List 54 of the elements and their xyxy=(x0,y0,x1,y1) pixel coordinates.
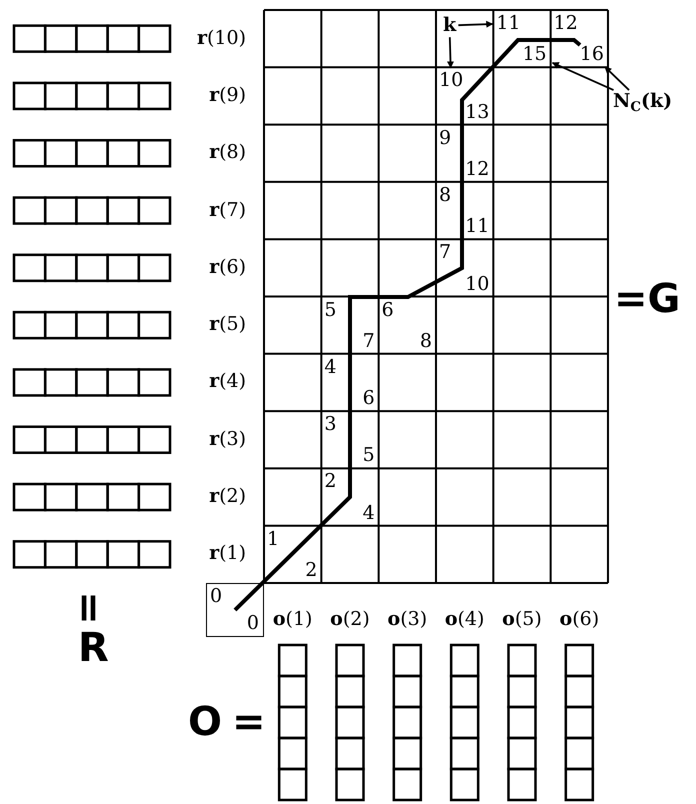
index-label: k xyxy=(443,16,456,35)
leader-arrow xyxy=(446,37,454,68)
cell-index: 10 xyxy=(465,274,490,294)
index-label: 15 xyxy=(522,45,547,64)
cell-index: 4 xyxy=(324,358,336,377)
leader-arrow xyxy=(458,20,494,28)
column-vector-label: o(4) xyxy=(444,610,486,629)
leader-arrow xyxy=(604,66,630,91)
cell-index: 2 xyxy=(324,472,336,492)
cell-index: 7 xyxy=(362,332,375,351)
symbol-label: = xyxy=(68,591,109,625)
cell-index: 12 xyxy=(554,14,578,33)
symbol-label: = xyxy=(232,702,266,742)
row-vector-label: r(1) xyxy=(209,544,246,564)
symbol-label: O xyxy=(188,702,222,742)
cell-index: 2 xyxy=(305,561,318,580)
row-vector-label: r(8) xyxy=(209,143,246,162)
cell-index: 12 xyxy=(465,160,490,179)
index-label: N$_{C}$(k) xyxy=(613,92,672,114)
column-vector-label: o(2) xyxy=(329,610,371,629)
row-vector-label: r(4) xyxy=(209,372,246,392)
cell-index: 6 xyxy=(362,389,375,408)
cell-index: 8 xyxy=(438,186,452,205)
cell-index: 11 xyxy=(465,217,490,236)
cell-index: 7 xyxy=(438,243,452,262)
symbol-label: =G xyxy=(614,279,680,319)
cell-index: 5 xyxy=(362,446,375,466)
index-label: 10 xyxy=(438,71,464,90)
cell-index: 1 xyxy=(267,530,280,549)
row-vector-label: r(9) xyxy=(209,86,246,105)
origin-cell xyxy=(206,583,264,637)
column-vector-label: o(3) xyxy=(386,610,428,629)
cell-index: 9 xyxy=(438,128,452,148)
cell-index: 0 xyxy=(246,614,259,633)
cell-index: 3 xyxy=(324,415,336,434)
cell-index: 4 xyxy=(362,504,375,523)
cell-index: 6 xyxy=(382,300,394,320)
leader-arrow xyxy=(552,62,614,91)
cell-index: 5 xyxy=(324,300,336,320)
row-vector-label: r(10) xyxy=(196,28,246,48)
symbol-label: R xyxy=(78,628,109,668)
cell-index: 0 xyxy=(210,587,222,606)
index-label: 11 xyxy=(496,14,520,33)
index-label: 16 xyxy=(580,45,604,64)
column-vector-label: o(6) xyxy=(558,610,600,629)
row-vector-label: r(5) xyxy=(209,315,246,334)
row-vector-label: r(3) xyxy=(209,430,246,449)
column-vector-label: o(1) xyxy=(272,610,314,629)
row-vector-label: r(6) xyxy=(209,258,246,277)
row-vector-label: r(2) xyxy=(209,487,246,506)
row-vector-label: r(7) xyxy=(209,200,246,220)
cell-index: 8 xyxy=(420,332,432,351)
column-vector-label: o(5) xyxy=(501,610,543,629)
cell-index: 13 xyxy=(465,102,490,122)
